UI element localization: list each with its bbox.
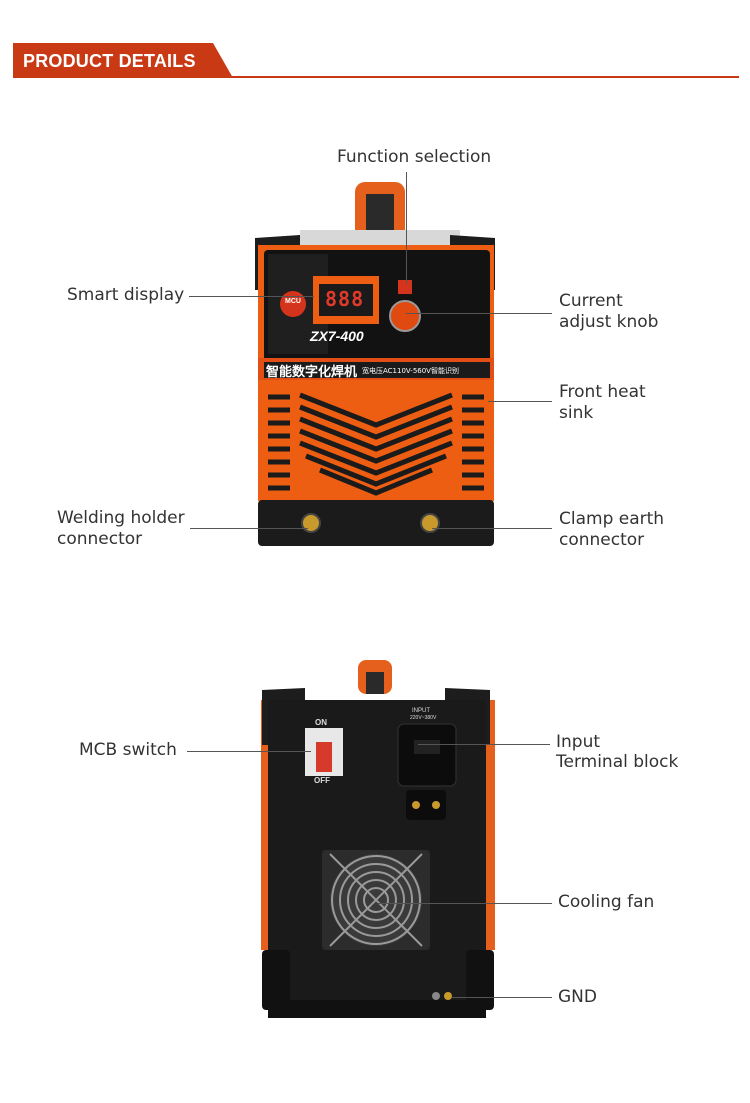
label-current-knob-line2: adjust knob [559,312,659,332]
header-underline [13,76,739,78]
label-heat-sink-line1: Front heat [559,382,646,402]
label-current-knob-line1: Current [559,291,623,311]
label-clamp-earth-line2: connector [559,530,645,550]
label-clamp-earth-line1: Clamp earth [559,509,665,529]
input-voltage-text: 220V~380V [410,715,437,721]
leader-gnd [452,997,552,998]
section-title-tab: PRODUCT DETAILS [13,43,233,78]
mcb-off-text: OFF [314,776,330,785]
label-function-selection: Function selection [337,147,492,167]
chinese-title: 智能数字化焊机 [266,365,358,380]
display-digits: 888 [325,287,365,311]
model-number: ZX7-400 [310,328,364,344]
label-smart-display: Smart display [67,285,185,305]
mcb-on-text: ON [315,718,327,727]
label-welding-holder-line1: Welding holder [57,508,185,528]
section-title: PRODUCT DETAILS [23,51,196,71]
label-heat-sink-line2: sink [559,403,594,423]
leader-welding-holder [190,528,308,529]
leader-function-selection [406,172,407,284]
leader-clamp-earth [432,528,552,529]
label-cooling-fan: Cooling fan [558,892,655,912]
input-label-text: INPUT [412,708,430,714]
leader-current-knob [406,313,552,314]
label-welding-holder-line2: connector [57,529,143,549]
leader-mcb-switch [187,751,311,752]
leader-cooling-fan [378,903,552,904]
label-input-line1: Input [556,732,601,752]
label-input-line2: Terminal block [556,752,679,772]
back-welder-image [261,660,495,1018]
section-header: PRODUCT DETAILS [0,0,750,80]
label-mcb-switch: MCB switch [79,740,177,760]
leader-input-terminal [418,744,550,745]
mcu-badge: MCU [285,298,301,305]
leader-smart-display [189,296,314,297]
label-gnd: GND [558,987,597,1007]
leader-heat-sink [488,401,552,402]
front-welder-image [255,182,495,546]
voltage-text: 宽电压AC110V-560V智能识别 [362,367,459,375]
